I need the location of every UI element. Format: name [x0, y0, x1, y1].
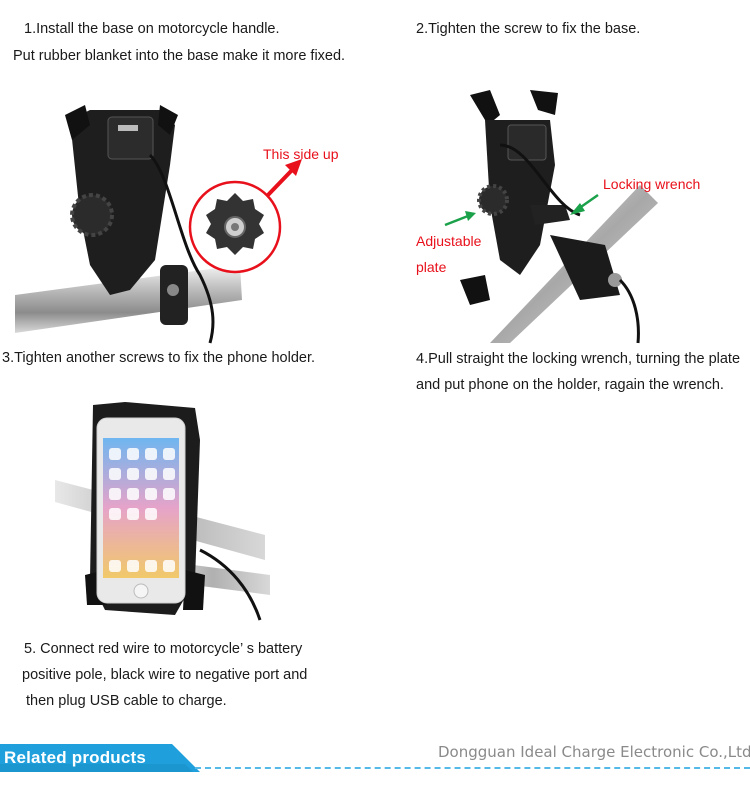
- step2-locking-wrench-label: Locking wrench: [603, 176, 701, 192]
- footer-divider: [195, 767, 750, 769]
- step5-instruction-line1: 5. Connect red wire to motorcycle’ s bat…: [24, 641, 303, 657]
- step4-instruction-line1: 4.Pull straight the locking wrench, turn…: [416, 351, 741, 367]
- related-products-banner: [0, 744, 200, 772]
- step3-photo: [55, 400, 270, 630]
- step2-instruction-line1: 2.Tighten the screw to fix the base.: [416, 21, 641, 37]
- step3-instruction-line1: 3.Tighten another screws to fix the phon…: [2, 350, 316, 366]
- step5-instruction-line2: positive pole, black wire to negative po…: [22, 667, 308, 683]
- related-products-title[interactable]: Related products: [4, 748, 147, 767]
- step1-instruction-line2: Put rubber blanket into the base make it…: [13, 48, 346, 64]
- step1-callout-label: This side up: [263, 146, 339, 162]
- step5-instruction-line3: then plug USB cable to charge.: [26, 693, 227, 709]
- step1-instruction-line1: 1.Install the base on motorcycle handle.: [24, 21, 280, 37]
- company-name: Dongguan Ideal Charge Electronic Co.,Ltd: [438, 743, 750, 761]
- step1-photo: [10, 95, 355, 345]
- step2-plate-label: plate: [416, 259, 447, 275]
- step4-instruction-line2: and put phone on the holder, ragain the …: [416, 377, 724, 393]
- step2-adjustable-label: Adjustable: [416, 233, 482, 249]
- step2-photo: [430, 85, 720, 345]
